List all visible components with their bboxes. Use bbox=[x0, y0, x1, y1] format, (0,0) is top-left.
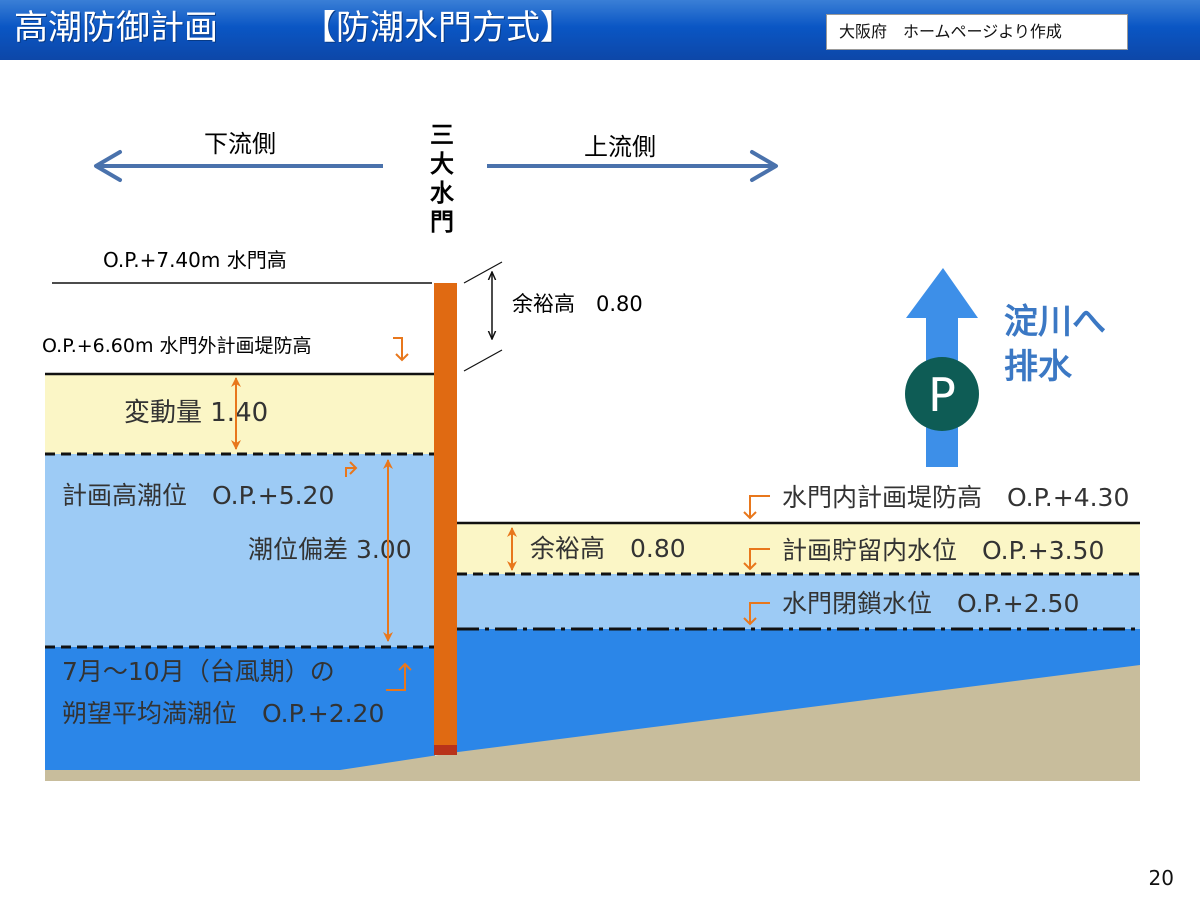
gate-closing-marker bbox=[743, 602, 770, 626]
typhoon-tide-label-line1: 7月～10月（台風期）の bbox=[62, 657, 335, 686]
inner-storage-band bbox=[457, 574, 1140, 629]
gate-freeboard-label: 余裕高 0.80 bbox=[512, 292, 643, 316]
gate-name-char: 水 bbox=[430, 179, 455, 207]
page-number: 20 bbox=[1148, 866, 1174, 890]
typhoon-tide-marker bbox=[386, 662, 412, 691]
outer-levee-marker bbox=[393, 337, 409, 362]
gate-closing-label: 水門閉鎖水位 O.P.+2.50 bbox=[782, 589, 1079, 618]
discharge-label-line1: 淀川へ bbox=[1004, 302, 1106, 342]
gate-height-label: O.P.+7.40m 水門高 bbox=[103, 248, 287, 272]
discharge-label-line2: 排水 bbox=[1004, 347, 1073, 387]
planned-storage-label: 計画貯留内水位 O.P.+3.50 bbox=[782, 536, 1104, 565]
gate-name-char: 三 bbox=[430, 121, 454, 149]
outer-base-water bbox=[45, 647, 435, 770]
gate-sill bbox=[434, 745, 457, 755]
planned-high-tide-label: 計画高潮位 O.P.+5.20 bbox=[62, 481, 334, 510]
gate-structure bbox=[434, 283, 457, 755]
gate-freeboard-dimension bbox=[463, 261, 503, 372]
upstream-label: 上流側 bbox=[584, 133, 656, 161]
planned-high-tide-marker bbox=[345, 461, 358, 477]
variation-label: 変動量 1.40 bbox=[124, 398, 268, 428]
outer-surge-band bbox=[45, 454, 435, 647]
header-bar: 高潮防御計画 【防潮水門方式】 大阪府 ホームページより作成 bbox=[0, 0, 1200, 60]
source-note: 大阪府 ホームページより作成 bbox=[826, 14, 1128, 50]
page-subtitle: 【防潮水門方式】 bbox=[302, 8, 574, 48]
pump-icon bbox=[905, 357, 979, 431]
gate-name-char: 門 bbox=[430, 208, 454, 236]
inner-freeboard-label: 余裕高 0.80 bbox=[530, 534, 686, 563]
typhoon-tide-label-line2: 朔望平均満潮位 O.P.+2.20 bbox=[62, 699, 384, 728]
downstream-label: 下流側 bbox=[204, 130, 276, 158]
outer-levee-label: O.P.+6.60m 水門外計画堤防高 bbox=[42, 335, 312, 357]
inner-levee-marker bbox=[743, 495, 770, 520]
downstream-arrow bbox=[94, 150, 383, 182]
planned-storage-marker bbox=[743, 548, 770, 571]
pump-symbol: P bbox=[928, 368, 956, 422]
gate-name-char: 大 bbox=[430, 150, 454, 178]
inner-freeboard-band bbox=[457, 523, 1140, 574]
page-title: 高潮防御計画 bbox=[14, 8, 218, 48]
upstream-arrow bbox=[487, 150, 778, 182]
inner-levee-label: 水門内計画堤防高 O.P.+4.30 bbox=[782, 483, 1129, 512]
riverbed bbox=[45, 665, 1140, 781]
